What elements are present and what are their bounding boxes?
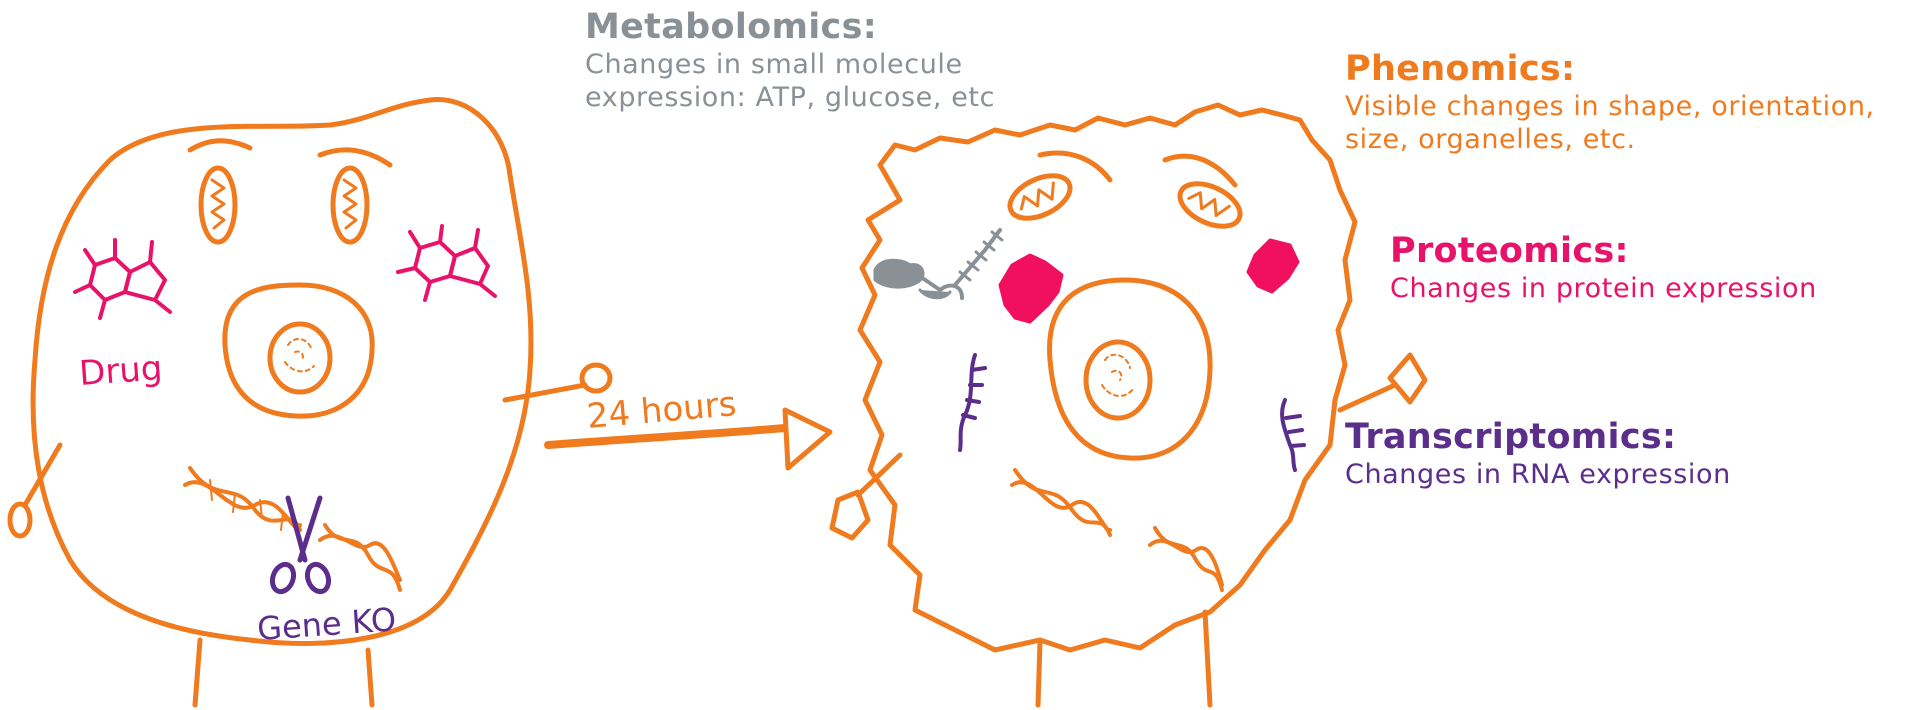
protein-blob-left [998,253,1064,324]
hand-left [7,501,33,539]
scissors-icon [269,495,332,595]
eyebrow-left [187,138,253,153]
hand-right [579,362,613,394]
transcriptomics-title: Transcriptomics: [1345,417,1677,457]
dna-strand-upper [1010,468,1112,537]
mitochondrion-right [1177,181,1243,229]
time-label: 24 hours [585,384,738,437]
drug-label: Drug [78,348,164,394]
metabolomics-line-1: Changes in small molecule [585,48,963,80]
untreated-cell [7,97,613,708]
treated-cell [829,102,1428,708]
transcriptomics-annotation: Transcriptomics: Changes in RNA expressi… [1345,416,1731,492]
cell-membrane-jagged [857,102,1358,653]
metabolomics-annotation: Metabolomics: Changes in small molecule … [585,6,995,115]
eyebrow-left [1037,150,1113,183]
drug-molecule-left [73,238,172,320]
arm-right [1337,382,1398,413]
proteomics-line-1: Changes in protein expression [1390,272,1817,304]
leg-left [192,637,203,708]
metabolomics-title: Metabolomics: [585,7,878,47]
proteomics-annotation: Proteomics: Changes in protein expressio… [1390,230,1817,306]
arm-right [502,382,588,403]
dna-strand-lower [1148,526,1224,592]
dna-strand-right [318,523,402,592]
time-arrow [544,407,833,471]
gene-ko-label: Gene KO [256,600,397,648]
rna-strand-left [958,353,987,452]
nucleus [222,282,375,419]
mitochondrion-left [198,165,238,245]
arm-left [22,442,63,508]
drug-molecule-right [396,224,497,302]
arm-left [855,452,903,498]
hand-left [829,489,871,541]
dna-strand-left [183,466,302,532]
proteomics-title: Proteomics: [1390,231,1629,271]
phenomics-line-2: size, organelles, etc. [1345,123,1636,155]
nucleus [1047,277,1213,461]
rna-strand-right [1280,398,1306,472]
metabolite-molecule [873,228,1004,300]
leg-left [1035,639,1043,708]
phenomics-title: Phenomics: [1345,49,1576,89]
leg-right [365,647,375,708]
phenomics-line-1: Visible changes in shape, orientation, [1345,90,1875,122]
protein-blob-right [1246,238,1300,294]
eyebrow-right [317,147,393,168]
phenomics-annotation: Phenomics: Visible changes in shape, ori… [1345,48,1875,157]
leg-right [1202,609,1213,708]
transcriptomics-line-1: Changes in RNA expression [1345,458,1731,490]
mitochondrion-right [330,165,370,245]
metabolomics-line-2: expression: ATP, glucose, etc [585,81,996,113]
mitochondrion-left [1007,173,1073,221]
cell-membrane [30,97,534,646]
eyebrow-right [1162,153,1238,188]
hand-right [1387,352,1428,405]
